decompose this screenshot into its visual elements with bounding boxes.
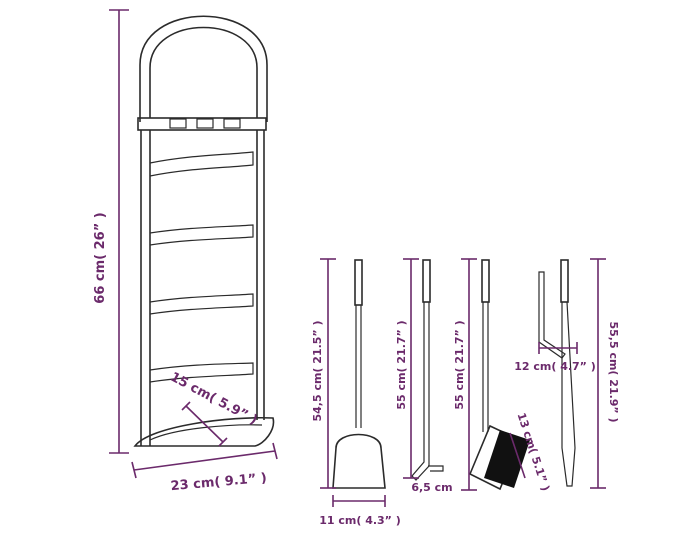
label-tongs-width: 12 cm( 4.7” ) bbox=[514, 360, 596, 373]
label-brush-height: 55 cm( 21.7” ) bbox=[453, 320, 466, 409]
brush bbox=[468, 259, 530, 491]
dim-brush-height bbox=[461, 258, 477, 491]
stand-base-tray bbox=[149, 424, 263, 441]
label-stand-height: 66 cm( 26” ) bbox=[93, 212, 108, 303]
poker bbox=[411, 259, 444, 481]
brush-bristles bbox=[484, 430, 530, 488]
tongs bbox=[538, 259, 576, 487]
label-shovel-width: 11 cm( 4.3” ) bbox=[319, 514, 401, 527]
dim-tongs-width bbox=[538, 342, 578, 354]
stand-holder-slots bbox=[169, 118, 241, 129]
tongs-arm-right bbox=[561, 301, 576, 487]
dim-shovel-height bbox=[320, 258, 336, 489]
label-stand-width: 23 cm( 9.1” ) bbox=[170, 471, 267, 494]
dim-stand-depth bbox=[181, 401, 228, 447]
shovel-handle bbox=[354, 259, 363, 306]
dim-shovel-width bbox=[332, 495, 386, 507]
poker-hook bbox=[428, 465, 444, 472]
dim-tongs-height bbox=[590, 258, 606, 489]
dim-brush-width bbox=[509, 432, 526, 479]
brush-handle bbox=[481, 259, 490, 303]
stand-arch-inner bbox=[149, 26, 258, 118]
label-poker-hook: 6,5 cm bbox=[411, 481, 452, 494]
dim-stand-height bbox=[109, 9, 129, 454]
label-stand-depth: 15 cm( 5.9” ) bbox=[168, 370, 260, 428]
tool-stand bbox=[133, 15, 275, 447]
shovel bbox=[332, 259, 386, 489]
label-tongs-height: 55,5 cm( 21.9” ) bbox=[607, 321, 620, 422]
label-shovel-height: 54,5 cm( 21.5” ) bbox=[311, 320, 324, 421]
tongs-handle bbox=[560, 259, 569, 303]
poker-handle bbox=[422, 259, 431, 303]
stand-shelves bbox=[149, 151, 254, 383]
label-poker-height: 55 cm( 21.7” ) bbox=[395, 320, 408, 409]
dim-poker-height bbox=[403, 258, 419, 479]
dim-stand-width bbox=[131, 442, 278, 479]
shovel-blade bbox=[332, 433, 386, 489]
stand-holder-bar bbox=[137, 117, 267, 131]
stand-base bbox=[133, 416, 275, 447]
stand-arch bbox=[139, 15, 268, 122]
